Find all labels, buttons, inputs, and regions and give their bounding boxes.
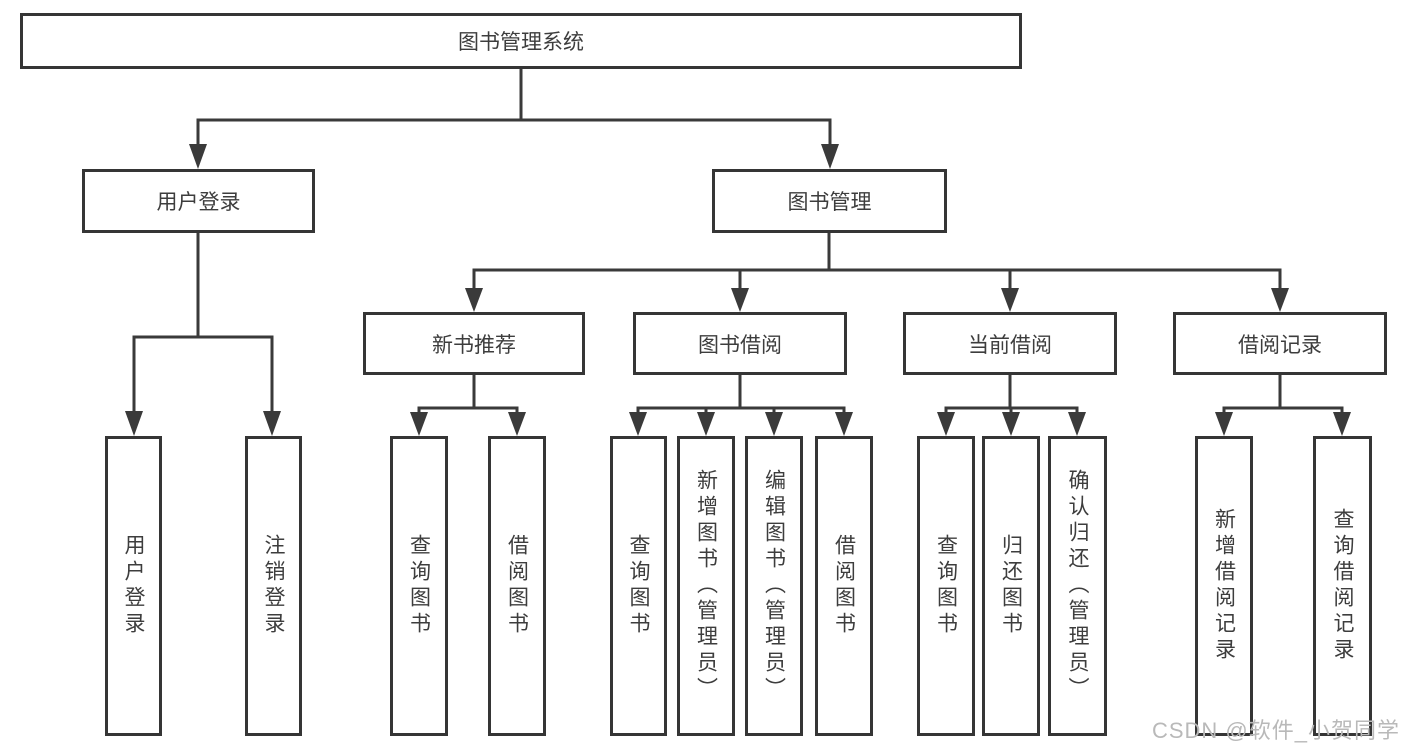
leaf-label: 查询图书 [627, 534, 650, 638]
leaf-label: 新增借阅记录 [1212, 508, 1236, 664]
csdn-watermark: CSDN @软件_小贺同学 [1151, 718, 1400, 743]
node-leaf-query-books-recommend: 查询图书 [390, 436, 448, 736]
node-leaf-return-book: 归还图书 [982, 436, 1040, 736]
node-leaf-query-books-current: 查询图书 [917, 436, 975, 736]
leaf-label: 查询图书 [934, 534, 958, 638]
node-new-book-recommend: 新书推荐 [363, 312, 585, 375]
node-leaf-confirm-return-admin: 确认归还（管理员） [1048, 436, 1107, 736]
leaf-label: 确认归还（管理员） [1066, 469, 1089, 703]
node-leaf-add-borrow-record: 新增借阅记录 [1195, 436, 1253, 736]
leaf-label: 归还图书 [999, 534, 1023, 638]
node-current-borrowing: 当前借阅 [903, 312, 1117, 375]
node-leaf-query-borrow-record: 查询借阅记录 [1313, 436, 1372, 736]
leaf-label: 查询图书 [407, 534, 431, 638]
leaf-label: 借阅图书 [505, 534, 529, 638]
leaf-label: 用户登录 [122, 534, 145, 638]
node-leaf-logout: 注销登录 [245, 436, 302, 736]
node-library-system: 图书管理系统 [20, 13, 1022, 69]
node-book-borrowing: 图书借阅 [633, 312, 847, 375]
leaf-label: 查询借阅记录 [1331, 508, 1354, 664]
node-leaf-borrow-books-recommend: 借阅图书 [488, 436, 546, 736]
leaf-label: 新增图书（管理员） [694, 469, 718, 703]
node-book-management: 图书管理 [712, 169, 947, 233]
leaf-label: 编辑图书（管理员） [762, 469, 786, 703]
node-leaf-borrow-book: 借阅图书 [815, 436, 873, 736]
node-user-login: 用户登录 [82, 169, 315, 233]
node-leaf-add-book-admin: 新增图书（管理员） [677, 436, 735, 736]
leaf-label: 借阅图书 [832, 534, 856, 638]
leaf-label: 注销登录 [262, 534, 285, 638]
node-leaf-query-books-borrow: 查询图书 [610, 436, 667, 736]
node-borrowing-records: 借阅记录 [1173, 312, 1387, 375]
node-leaf-user-login: 用户登录 [105, 436, 162, 736]
node-leaf-edit-book-admin: 编辑图书（管理员） [745, 436, 803, 736]
